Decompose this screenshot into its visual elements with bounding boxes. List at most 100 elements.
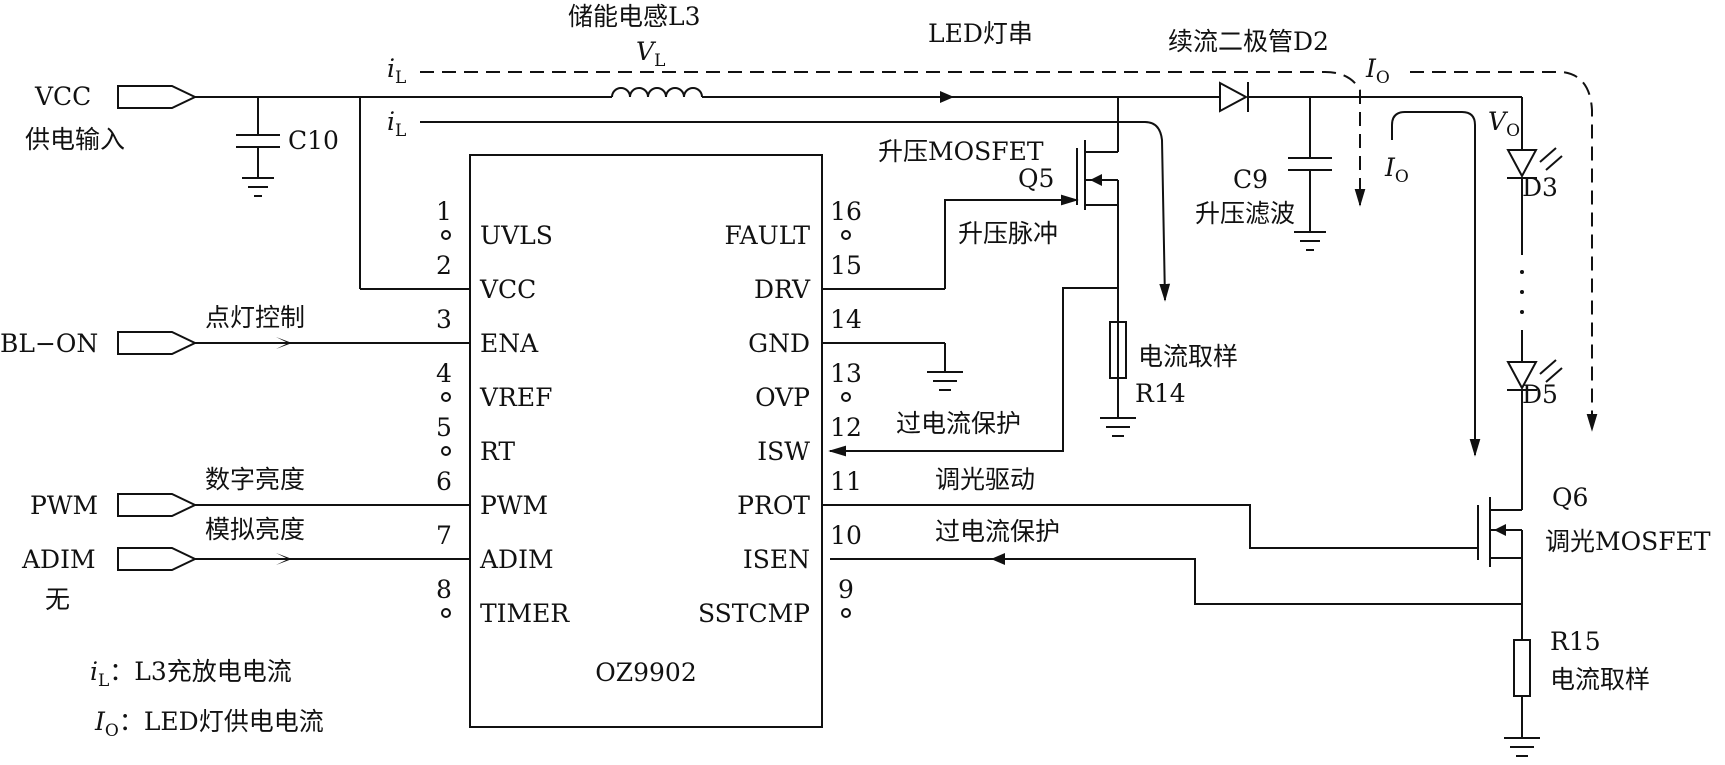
c10-label: C10: [288, 126, 339, 155]
d2-label: 续流二极管D2: [1168, 27, 1329, 56]
led-string-label: LED灯串: [928, 19, 1033, 48]
right-pins: 16 FAULT 15 DRV 14 GND 13 OVP 12 ISW 11 …: [698, 197, 945, 628]
pin-16: 16 FAULT: [724, 197, 861, 250]
pin-name: PROT: [737, 491, 810, 520]
legend: iL：L3充放电电流 IO：LED灯供电电流: [90, 657, 324, 741]
chip-name: OZ9902: [595, 658, 697, 687]
boost-pulse-label: 升压脉冲: [958, 219, 1058, 248]
pin-number: 16: [830, 197, 862, 226]
q5-name: 升压MOSFET: [878, 137, 1044, 166]
io-label-mid: IO: [1384, 153, 1409, 187]
pin-number: 7: [436, 521, 452, 550]
pin-name: GND: [748, 329, 810, 358]
adim-label: ADIM: [21, 545, 96, 574]
pin-2: 2 VCC: [360, 251, 536, 304]
pin-number: 4: [436, 359, 452, 388]
legend-il: iL：L3充放电电流: [90, 657, 292, 691]
pin-name: VCC: [479, 275, 536, 304]
d5-label: D5: [1522, 380, 1558, 409]
mosfet-q6: Q6 调光MOSFET: [1477, 483, 1711, 640]
led-d3: D3: [1506, 147, 1563, 202]
vo-label: VO: [1488, 107, 1520, 141]
pwm-label: PWM: [30, 491, 98, 520]
c9-label: C9: [1233, 165, 1268, 194]
adim-note: 无: [45, 585, 70, 614]
pin-8: 8 TIMER: [436, 575, 570, 628]
pin-name: PWM: [480, 491, 548, 520]
pin-number: 6: [436, 467, 452, 496]
analog-brightness-label: 模拟亮度: [205, 515, 305, 544]
pin-number: 15: [830, 251, 862, 280]
q6-label: Q6: [1552, 483, 1588, 512]
pin-number: 14: [830, 305, 862, 334]
chip-body: [469, 154, 823, 728]
pin-name: RT: [480, 437, 515, 466]
left-pins: 1 UVLS 2 VCC 3 ENA 4 VREF 5 RT 6 PWM: [195, 197, 570, 628]
pwm-connector: PWM 数字亮度: [30, 465, 305, 520]
inductor-l3: 储能电感L3 VL: [568, 2, 703, 98]
pin-4: 4 VREF: [436, 359, 552, 412]
pin-10: 10 ISEN: [743, 521, 862, 574]
il-label-bottom: iL: [387, 107, 406, 141]
pin-name: VREF: [479, 383, 552, 412]
pin-name: SSTCMP: [698, 599, 810, 628]
pin-name: ISEN: [743, 545, 810, 574]
pin-number: 11: [830, 467, 862, 496]
io-label-top: IO: [1365, 54, 1390, 88]
bl-on-label: BL−ON: [0, 329, 98, 358]
q6-name: 调光MOSFET: [1545, 527, 1711, 556]
pin-15: 15 DRV: [754, 251, 945, 304]
light-control-label: 点灯控制: [205, 303, 305, 332]
pin-name: FAULT: [724, 221, 810, 250]
capacitor-c10: C10: [236, 97, 339, 197]
adim-connector: ADIM 无 模拟亮度: [21, 515, 305, 614]
pin-name: TIMER: [480, 599, 570, 628]
pin-name: OVP: [755, 383, 810, 412]
pin-1: 1 UVLS: [436, 197, 553, 250]
pin-3: 3 ENA: [195, 305, 539, 358]
vcc-label: VCC: [34, 82, 91, 111]
pin-11: 11 PROT: [737, 467, 862, 520]
pin-name: ISW: [757, 437, 810, 466]
pin-9: 9 SSTCMP: [698, 575, 854, 628]
pin-number: 2: [436, 251, 452, 280]
pin-number: 3: [436, 305, 452, 334]
bl-on-connector: BL−ON 点灯控制: [0, 303, 305, 358]
pin-name: ENA: [480, 329, 539, 358]
legend-io: IO：LED灯供电电流: [94, 707, 324, 741]
vcc-connector: VCC 供电输入: [25, 82, 198, 154]
led-d5: D5: [1506, 359, 1563, 409]
pin-number: 8: [436, 575, 452, 604]
il-label-top: iL: [387, 54, 406, 88]
r15-label: R15: [1550, 627, 1601, 656]
pin-number: 9: [838, 575, 854, 604]
pin-7: 7 ADIM: [195, 521, 554, 574]
pin-6: 6 PWM: [195, 467, 548, 520]
pin-number: 13: [830, 359, 862, 388]
digital-brightness-label: 数字亮度: [205, 465, 305, 494]
pin-name: ADIM: [479, 545, 554, 574]
pin-number: 10: [830, 521, 862, 550]
r14-label: R14: [1135, 379, 1186, 408]
vcc-desc: 供电输入: [25, 125, 125, 154]
inductor-label: 储能电感L3: [568, 2, 701, 31]
r14-desc: 电流取样: [1138, 342, 1238, 371]
resistor-r15: R15 电流取样: [1504, 627, 1650, 757]
resistor-r14: 电流取样 R14: [1100, 321, 1238, 437]
pin-14: 14 GND: [748, 305, 945, 358]
pin-number: 12: [830, 413, 862, 442]
pin-13: 13 OVP: [755, 359, 862, 412]
pin-number: 5: [436, 413, 452, 442]
ocp-label-2: 过电流保护: [935, 517, 1060, 546]
r15-desc: 电流取样: [1550, 665, 1650, 694]
q5-label: Q5: [1018, 164, 1054, 193]
pin-5: 5 RT: [436, 413, 515, 466]
vl-symbol: VL: [636, 37, 665, 71]
dim-drive-label: 调光驱动: [935, 465, 1035, 494]
diode-d2: 续流二极管D2: [1168, 27, 1329, 113]
pin-number: 1: [436, 197, 452, 226]
ground-pin14: [927, 343, 963, 391]
pin-12: 12 ISW: [757, 413, 862, 466]
boost-filter-label: 升压滤波: [1195, 199, 1295, 228]
